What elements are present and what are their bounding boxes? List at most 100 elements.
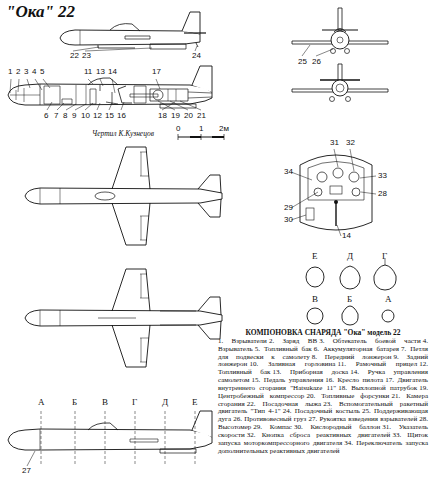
caption-heading: КОМПОНОВКА СНАРЯДА "Ока" модель 22 [218,328,428,337]
leader-line [170,101,188,110]
section-letter: А [385,295,392,304]
part-list-item: 24. Посадочный костыль [283,407,360,415]
callout-number: 3 [24,68,28,76]
leader-line [361,192,376,194]
leader-line [97,103,100,110]
section-letter: Д [347,252,353,261]
callout-number: 11 [84,68,92,76]
callout-number: 1 [199,125,203,133]
callout-number: 33 [378,172,387,180]
cockpit-view [300,155,372,230]
legend-panel: КОМПОНОВКА СНАРЯДА "Ока" модель 221. Взр… [218,328,428,455]
callout-number: 17 [152,68,161,76]
leader-line [47,102,52,110]
leader-line [112,79,115,93]
leader-line [43,79,50,88]
part-list-item: 15. Педаль управления [252,376,324,384]
part-list: 1. Взрыватели2. Заряд ВВ3. Обтекатель бо… [218,338,428,455]
callout-number: 14 [342,232,351,240]
callout-number: 26 [312,58,321,66]
callout-number: 4 [32,68,36,76]
callout-number: 10 [81,112,90,120]
callout-number: 32 [346,139,355,147]
leader-lines [10,45,376,466]
callout-number: 30 [284,216,293,224]
part-list-item: 26. Противовесный груз [233,415,306,423]
callout-number: 24 [192,52,201,60]
callout-number: 0 [176,125,180,133]
callout-number: 2м [219,125,229,133]
leader-line [85,103,93,110]
callout-number: 20 [184,112,193,120]
part-list-item: 2. Заряд ВВ [269,337,317,345]
rear-view [292,64,388,102]
part-list-item: 13. Приборная доска [273,368,349,376]
leader-line [57,103,64,110]
side-view-external [60,12,206,49]
callout-number: 25 [298,58,307,66]
plan-view-top [25,147,222,245]
leader-line [195,46,197,51]
part-list-item: 16. Кресло пилота [325,376,383,384]
part-list-item: 6. Аккумуляторная батарея [314,345,399,353]
section-letter: Б [347,295,352,304]
section-letter: Г [132,398,137,407]
callout-number: 34 [284,168,293,176]
section-letter: Е [312,252,318,261]
leader-line [27,451,35,466]
leader-line [360,176,376,178]
leader-line [291,215,306,220]
part-list-item: 27. Рукоятка взведения взрывателей [308,415,417,423]
leader-line [27,79,30,88]
leader-line [75,104,86,110]
plan-view-bottom [25,269,222,367]
callout-number: 2 [16,68,20,76]
part-list-item: 5. Топливный бак [255,345,312,353]
callout-number: 18 [158,112,167,120]
leader-line [350,149,354,171]
part-list-item: 1. Взрыватели [218,337,267,345]
callout-number: 27 [22,467,31,475]
callout-number: 31 [330,139,339,147]
callout-number: 28 [378,190,387,198]
leader-line [10,79,11,93]
author-note: Чертил К.Кузнецов [92,130,154,138]
callout-number: 21 [197,112,206,120]
callout-number: 15 [105,112,114,120]
section-letter: Д [162,398,168,407]
part-list-item: 20. Топливные форсунки [306,392,389,400]
side-view-sections [8,411,212,466]
leader-line [302,45,310,56]
section-letter: В [102,398,108,407]
part-list-item: 22. Посадочная лыжа [247,400,321,408]
callout-number: 16 [117,112,126,120]
callout-number: 8 [63,112,67,120]
callout-number: 29 [284,204,293,212]
section-letter: Б [72,398,77,407]
callout-number: 19 [171,112,180,120]
callout-number: 14 [108,68,117,76]
section-letter: А [38,398,45,407]
callout-number: 7 [54,112,58,120]
leader-line [316,49,333,56]
section-letter: В [312,295,318,304]
part-list-item: 18. Выхлопной патрубок [338,384,417,392]
leader-line [18,79,19,92]
part-list-item: 30. Кислородный баллон [294,423,380,431]
leader-line [180,101,201,110]
leader-line [121,102,124,110]
leader-line [109,103,112,110]
leader-line [291,192,318,208]
front-view [292,8,388,54]
leader-line [66,104,76,110]
leader-line [88,79,93,84]
part-list-item: 8. Передний лонжерон [312,353,392,361]
leader-line [35,79,42,90]
leader-line [337,225,341,236]
part-list-item: 29. Компас [253,423,292,431]
callout-number: 12 [93,112,102,120]
part-list-item: 11. Рамочный прицел [337,360,417,368]
callout-number: 6 [44,112,48,120]
